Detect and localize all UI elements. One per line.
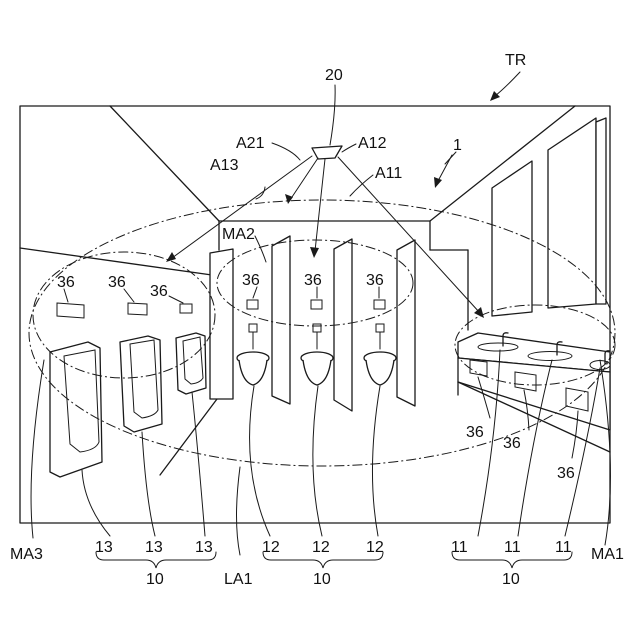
tr-arrow-line bbox=[495, 72, 520, 96]
display-sink-1 bbox=[470, 360, 487, 376]
mirror-1 bbox=[492, 161, 532, 316]
label-group-urinals: 10 bbox=[146, 571, 164, 588]
label-ma2: MA2 bbox=[222, 226, 255, 243]
label-a12: A12 bbox=[358, 135, 387, 152]
label-toilet-1: 12 bbox=[262, 539, 280, 556]
label-ma3: MA3 bbox=[10, 546, 43, 563]
display-urinal-3 bbox=[180, 304, 192, 313]
label-sink-3: 11 bbox=[555, 539, 572, 556]
toilet-3 bbox=[364, 300, 396, 385]
label-group-toilets: 10 bbox=[313, 571, 331, 588]
sink-basin-2 bbox=[528, 352, 572, 361]
sensor-icon bbox=[312, 146, 342, 159]
label-a13: A13 bbox=[210, 157, 239, 174]
partition-2 bbox=[272, 236, 290, 404]
label-urinal-3: 13 bbox=[195, 539, 213, 556]
label-sink-1: 11 bbox=[451, 539, 468, 556]
urinal-2 bbox=[120, 336, 162, 432]
urinal-3 bbox=[176, 333, 206, 394]
label-display-t2: 36 bbox=[304, 272, 322, 289]
label-display-u1: 36 bbox=[57, 274, 75, 291]
system-arrow-icon bbox=[434, 177, 442, 188]
label-sensor: 20 bbox=[325, 67, 343, 84]
label-display-s1: 36 bbox=[466, 424, 484, 441]
floor-left-edge bbox=[160, 395, 220, 475]
label-urinal-2: 13 bbox=[145, 539, 163, 556]
display-urinal-1 bbox=[57, 303, 84, 318]
ceiling-left-edge bbox=[110, 106, 219, 221]
label-toilet-2: 12 bbox=[312, 539, 330, 556]
label-a11: A11 bbox=[375, 165, 402, 182]
label-toilet-3: 12 bbox=[366, 539, 384, 556]
label-sink-2: 11 bbox=[504, 539, 521, 556]
label-display-t3: 36 bbox=[366, 272, 384, 289]
sink-basin-1 bbox=[478, 343, 518, 351]
label-a21: A21 bbox=[236, 135, 265, 152]
partition-4 bbox=[397, 240, 415, 406]
label-ma1: MA1 bbox=[591, 546, 624, 563]
label-display-s3: 36 bbox=[557, 465, 575, 482]
urinal-1 bbox=[50, 342, 102, 477]
label-display-u3: 36 bbox=[150, 283, 168, 300]
toilet-2 bbox=[301, 300, 333, 385]
mirror-2-edge bbox=[596, 118, 606, 304]
label-display-t1: 36 bbox=[242, 272, 260, 289]
system-arrow-line bbox=[438, 155, 452, 181]
label-display-s2: 36 bbox=[503, 435, 521, 452]
display-urinal-2 bbox=[128, 303, 147, 315]
toilet-1 bbox=[237, 300, 269, 385]
label-la1: LA1 bbox=[224, 571, 253, 588]
label-group-sinks: 10 bbox=[502, 571, 520, 588]
mirror-2 bbox=[548, 118, 596, 308]
label-system: 1 bbox=[453, 137, 462, 154]
label-display-u2: 36 bbox=[108, 274, 126, 291]
partition-1 bbox=[210, 249, 233, 399]
label-tr: TR bbox=[505, 52, 526, 69]
label-urinal-1: 13 bbox=[95, 539, 113, 556]
